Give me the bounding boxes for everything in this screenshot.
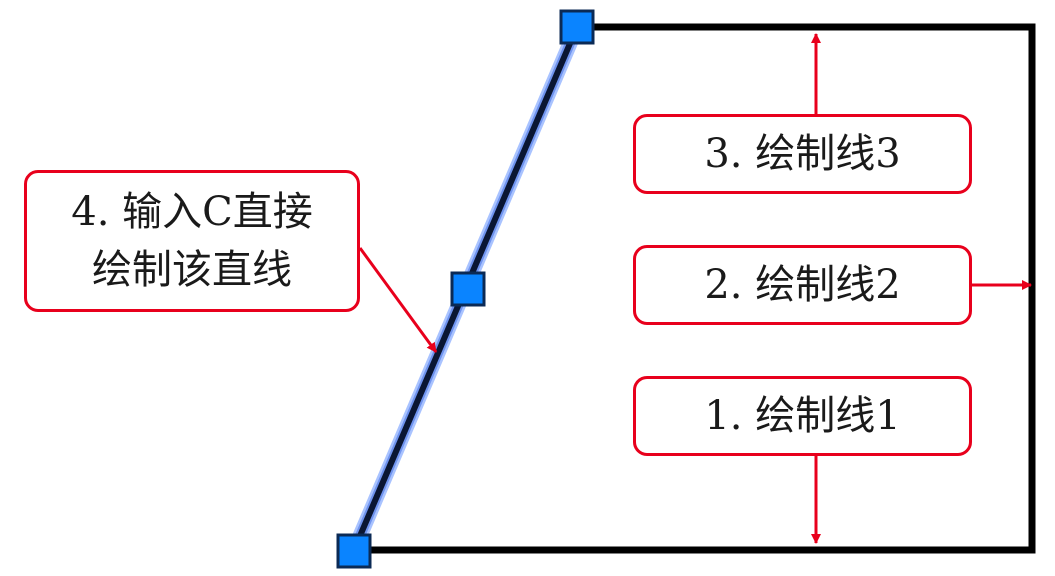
arrow-to-closing-line [358,247,438,353]
grip-midpoint[interactable] [450,271,486,307]
callout-close-line-text-2: 绘制该直线 [92,247,292,293]
grip-top-endpoint[interactable] [559,9,595,45]
drawn-polyline [352,23,1036,554]
callout-close-line: 4. 输入C直接 绘制该直线 [24,170,360,312]
callout-draw-line-3-text: 3. 绘制线3 [704,131,901,177]
callout-draw-line-1: 1. 绘制线1 [633,376,972,456]
callout-draw-line-3: 3. 绘制线3 [633,114,972,194]
grip-bottom-endpoint[interactable] [336,533,372,569]
callout-draw-line-1-text: 1. 绘制线1 [704,393,901,439]
callout-draw-line-2: 2. 绘制线2 [633,245,972,325]
callout-close-line-text-1: 4. 输入C直接 [71,189,313,235]
callout-draw-line-2-text: 2. 绘制线2 [704,262,901,308]
